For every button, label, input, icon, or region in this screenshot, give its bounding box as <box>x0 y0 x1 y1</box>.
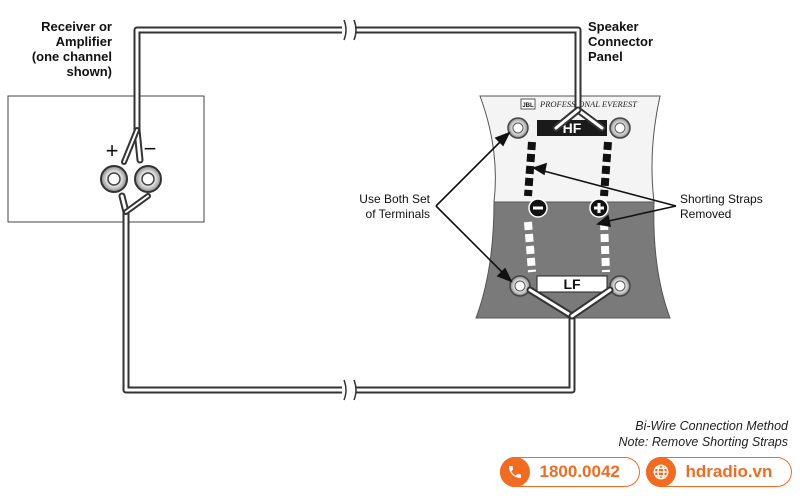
brand-badge <box>520 98 536 110</box>
amp-lead-minus-core <box>123 129 138 163</box>
amp-minus-terminal-inner <box>141 172 155 186</box>
lf-minus-terminal-inner <box>514 280 526 292</box>
amp-plus-terminal-inner <box>107 172 121 186</box>
lf-label-bar <box>536 275 608 293</box>
panel-upper <box>479 95 661 203</box>
website-text: hdradio.vn <box>685 462 773 481</box>
hf-minus-terminal-inner <box>512 122 524 134</box>
receiver-label-line2: Amplifier <box>56 34 112 49</box>
footer-method: Bi-Wire Connection Method <box>635 419 788 433</box>
amp-minus-sign: − <box>144 136 157 161</box>
pointer-arrows <box>435 131 677 283</box>
phone-contact[interactable]: 1800.0042 <box>499 457 640 487</box>
speaker-label-line3: Panel <box>588 49 623 64</box>
receiver-label-line3: (one channel <box>32 49 112 64</box>
amp-plus-sign: + <box>106 138 119 163</box>
brand-text: PROFESSIONAL EVEREST <box>539 99 638 109</box>
shorting-label: Shorting Straps Removed <box>680 192 763 221</box>
minus-bar <box>533 206 543 210</box>
receiver-label: Receiver or Amplifier (one channel shown… <box>32 19 112 79</box>
amp-lead-plus-core <box>125 195 149 213</box>
speaker-connector-panel: JBL PROFESSIONAL EVEREST HF LF <box>475 95 671 319</box>
polarity-column-right-upper <box>600 141 612 197</box>
footer-note-line: Note: Remove Shorting Straps <box>618 435 788 449</box>
plus-bar-v <box>597 203 601 213</box>
wire-break-top <box>342 19 357 41</box>
hf-label-bar <box>537 120 607 136</box>
phone-number: 1800.0042 <box>539 462 620 481</box>
hf-plus-terminal-inner <box>614 122 626 134</box>
polarity-column-left-upper <box>524 141 536 197</box>
website-link[interactable]: hdradio.vn <box>645 457 792 487</box>
phone-icon <box>499 457 530 487</box>
globe-icon <box>645 457 676 487</box>
footer-note: Bi-Wire Connection Method Note: Remove S… <box>618 418 788 450</box>
receiver-label-line1: Receiver or <box>41 19 112 34</box>
speaker-label: Speaker Connector Panel <box>588 19 653 64</box>
wire-break-bottom <box>342 379 357 401</box>
use-both-label-line2: of Terminals <box>366 207 430 221</box>
lf-plus-terminal-inner <box>614 280 626 292</box>
polarity-column-left-lower <box>524 221 536 273</box>
receiver-box <box>7 95 205 223</box>
shorting-label-line2: Removed <box>680 207 731 221</box>
polarity-column-right-lower <box>600 221 610 273</box>
hf-label: HF <box>563 120 582 136</box>
speaker-label-line1: Speaker <box>588 19 639 34</box>
use-both-label-line1: Use Both Set <box>359 192 430 206</box>
speaker-label-line2: Connector <box>588 34 653 49</box>
use-both-label: Use Both Set of Terminals <box>359 192 430 221</box>
panel-lower <box>475 201 671 319</box>
receiver-label-line4: shown) <box>67 64 113 79</box>
inner-wire-branch-core <box>570 288 612 318</box>
outer-wire-branch-core <box>554 108 580 130</box>
shorting-label-line1: Shorting Straps <box>680 192 763 206</box>
brand-badge-text: JBL <box>522 103 534 109</box>
lf-label: LF <box>563 276 581 292</box>
